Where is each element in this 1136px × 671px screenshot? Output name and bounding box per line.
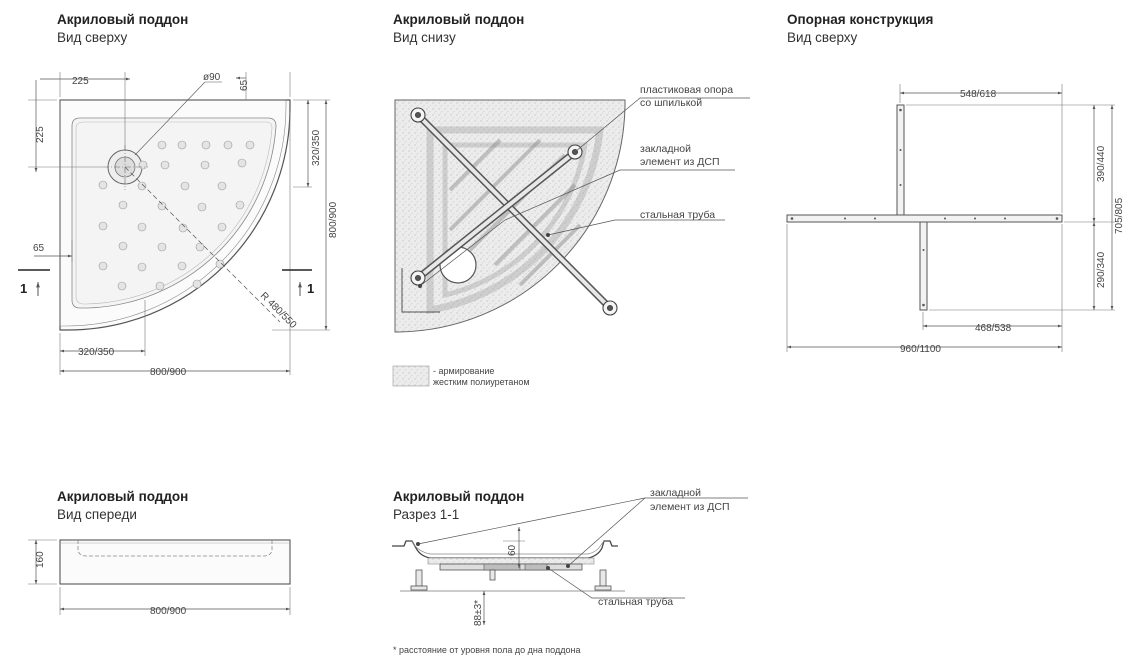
callout-steel-pipe: стальная труба [640, 209, 715, 221]
section-legs [410, 569, 612, 591]
section-callout-insert-1: закладной [650, 487, 701, 499]
dim-800-900-right: 800/900 [328, 201, 339, 238]
section-callout-insert-2: элемент из ДСП [650, 501, 730, 513]
support-frame-drawing: 548/618 390/440 705/805 290/340 468/538 … [786, 84, 1125, 355]
dim-548-618: 548/618 [960, 89, 997, 100]
dim-hole-diameter: ø90 [203, 72, 221, 83]
dim-section-60: 60 [507, 544, 518, 556]
section-mark-right: 1 [307, 281, 314, 296]
section-mark-left: 1 [20, 281, 27, 296]
tray-inner-basin [71, 117, 277, 309]
dim-320-350-right: 320/350 [311, 129, 322, 166]
legend-text-line2: жестким полиуретаном [433, 377, 530, 387]
anti-slip-dots [98, 140, 255, 291]
legend-text-line1: - армирование [433, 366, 494, 376]
dim-section-88: 88±3* [473, 600, 484, 626]
section-chipboard-insert [483, 563, 521, 571]
support-frame-subtitle: Вид сверху [787, 30, 858, 45]
frame-holes [790, 108, 1059, 307]
section-callout-steel-pipe: стальная труба [598, 596, 673, 608]
callout-plastic-support-2: со шпилькой [640, 97, 702, 109]
dim-radius: R 480/550 [258, 290, 299, 331]
callout-chipboard-insert-2: элемент из ДСП [640, 156, 720, 168]
chipboard-insert [401, 268, 440, 313]
support-frame-title: Опорная конструкция [787, 12, 934, 27]
top-view-drawing: 225 ø90 65 225 320/350 800/900 65 R 480/… [18, 72, 339, 378]
section-footnote: * расстояние от уровня пола до дна поддо… [393, 645, 580, 655]
front-view-drawing: 160 800/900 [28, 539, 291, 617]
dim-225-top: 225 [72, 76, 89, 87]
dim-225-left: 225 [35, 126, 46, 143]
bottom-view-drawing: пластиковая опора со шпилькой закладной … [392, 84, 750, 387]
frame-bar-lower [919, 221, 928, 311]
dim-front-height: 160 [35, 551, 46, 568]
dim-320-350-bottom: 320/350 [78, 347, 115, 358]
legend-swatch [392, 365, 430, 387]
dim-960-1100: 960/1100 [900, 344, 941, 355]
tray-front-body [59, 539, 291, 585]
top-view-title: Акриловый поддон [57, 12, 189, 27]
dim-800-900-bottom: 800/900 [150, 367, 187, 378]
dim-290-340: 290/340 [1096, 251, 1107, 288]
bottom-view-title: Акриловый поддон [393, 12, 525, 27]
front-view-title: Акриловый поддон [57, 489, 189, 504]
section-view-drawing: закладной элемент из ДСП стальная труба … [392, 487, 748, 655]
bottom-view-subtitle: Вид снизу [393, 30, 456, 45]
dim-65-left: 65 [33, 243, 45, 254]
frame-bar-horizontal [786, 214, 1063, 223]
dim-468-538: 468/538 [975, 323, 1012, 334]
frame-bar-upper [896, 104, 905, 216]
dim-705-805: 705/805 [1114, 197, 1125, 234]
steel-pipes [415, 112, 613, 311]
dim-65-top: 65 [239, 79, 250, 91]
section-view-title: Акриловый поддон [393, 489, 525, 504]
section-view-subtitle: Разрез 1-1 [393, 507, 460, 522]
dim-front-width: 800/900 [150, 606, 187, 617]
callout-chipboard-insert-1: закладной [640, 143, 691, 155]
callout-plastic-support-1: пластиковая опора [640, 84, 733, 96]
dim-390-440: 390/440 [1096, 145, 1107, 182]
front-view-subtitle: Вид спереди [57, 507, 137, 522]
top-view-subtitle: Вид сверху [57, 30, 128, 45]
tray-section-profile [392, 540, 618, 559]
section-reinforcement [427, 557, 595, 565]
